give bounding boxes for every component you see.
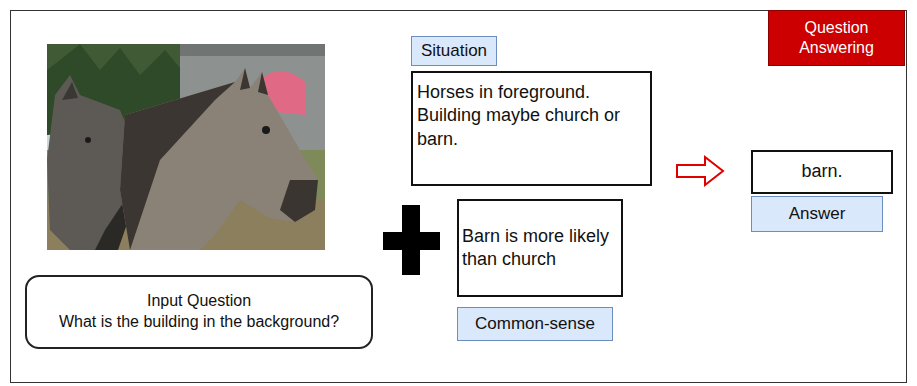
box-text: barn. [801,160,842,183]
section-label: Answer [751,196,883,232]
block-arrow [677,157,723,185]
box-heading: Input Question [147,291,251,312]
box-text: Common-sense [475,313,595,335]
box-text: Question Answering [775,18,898,58]
horse-photo [47,44,325,250]
plus-symbol [383,205,440,275]
box-text: What is the building in the background? [59,312,339,333]
task-banner: Question Answering [768,10,905,66]
answer-box: barn. [751,150,893,194]
box-text: Answer [789,203,846,225]
box-text: Barn is more likely than church [462,225,618,272]
box-text: Situation [421,40,487,62]
outer-frame [11,11,907,383]
section-label: Situation [411,36,497,66]
section-label: Common-sense [457,307,613,341]
situation-box: Horses in foreground. Building maybe chu… [411,71,652,186]
input-question-box: Input QuestionWhat is the building in th… [25,275,373,349]
box-text: Horses in foreground. Building maybe chu… [417,81,646,151]
common-sense-box: Barn is more likely than church [457,199,623,297]
